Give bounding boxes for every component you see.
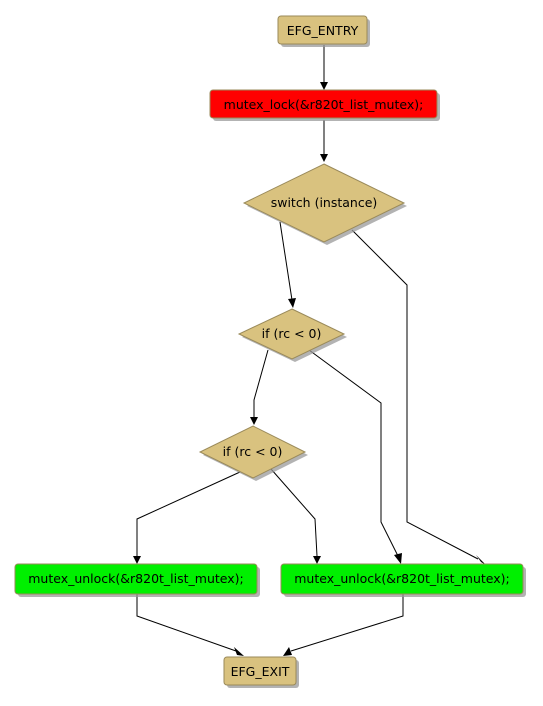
arrowhead bbox=[320, 154, 328, 162]
switch-node: switch (instance) bbox=[242, 163, 407, 245]
edge-if2-to-unlock-right bbox=[270, 468, 318, 557]
unlock-left-node: mutex_unlock(&r820t_list_mutex); bbox=[14, 563, 260, 597]
arrowhead bbox=[320, 82, 328, 90]
arrowhead bbox=[476, 555, 486, 565]
edges bbox=[133, 45, 486, 656]
edge-unlock-left-to-exit bbox=[136, 594, 237, 652]
if2-node: if (rc < 0) bbox=[198, 425, 308, 481]
lock-box bbox=[209, 89, 438, 119]
edge-unlock-right-to-exit bbox=[290, 594, 404, 652]
exit-box bbox=[223, 656, 297, 686]
edge-switch-to-unlock-right bbox=[351, 229, 479, 560]
arrowhead bbox=[394, 553, 402, 564]
entry-label: EFG_ENTRY bbox=[287, 23, 359, 38]
edge-switch-to-if1 bbox=[279, 221, 293, 301]
if2-label: if (rc < 0) bbox=[223, 444, 283, 459]
unlock-left-label: mutex_unlock(&r820t_list_mutex); bbox=[28, 571, 244, 586]
arrowhead bbox=[250, 417, 258, 425]
edge-if1-to-if2 bbox=[253, 349, 269, 417]
if1-label: if (rc < 0) bbox=[262, 326, 322, 341]
arrowhead bbox=[133, 556, 141, 564]
exit-node: EFG_EXIT bbox=[223, 656, 299, 688]
switch-diamond bbox=[242, 163, 406, 243]
entry-box bbox=[277, 15, 368, 45]
if1-node: if (rc < 0) bbox=[237, 308, 347, 362]
if2-diamond bbox=[198, 425, 307, 479]
unlock-right-box bbox=[280, 563, 524, 595]
lock-node: mutex_lock(&r820t_list_mutex); bbox=[209, 89, 440, 121]
if1-diamond bbox=[237, 308, 346, 360]
arrowhead bbox=[313, 556, 321, 564]
unlock-right-label: mutex_unlock(&r820t_list_mutex); bbox=[294, 571, 510, 586]
arrowhead bbox=[288, 298, 296, 308]
unlock-right-node: mutex_unlock(&r820t_list_mutex); bbox=[280, 563, 526, 597]
switch-label: switch (instance) bbox=[271, 195, 378, 210]
entry-node: EFG_ENTRY bbox=[277, 15, 370, 47]
exit-label: EFG_EXIT bbox=[231, 664, 290, 679]
arrowhead bbox=[283, 647, 292, 656]
arrowhead bbox=[234, 647, 244, 656]
edge-if1-to-unlock-right bbox=[308, 349, 399, 557]
edge-if2-to-unlock-left bbox=[136, 471, 241, 556]
unlock-left-box bbox=[14, 563, 258, 595]
lock-label: mutex_lock(&r820t_list_mutex); bbox=[224, 97, 424, 112]
